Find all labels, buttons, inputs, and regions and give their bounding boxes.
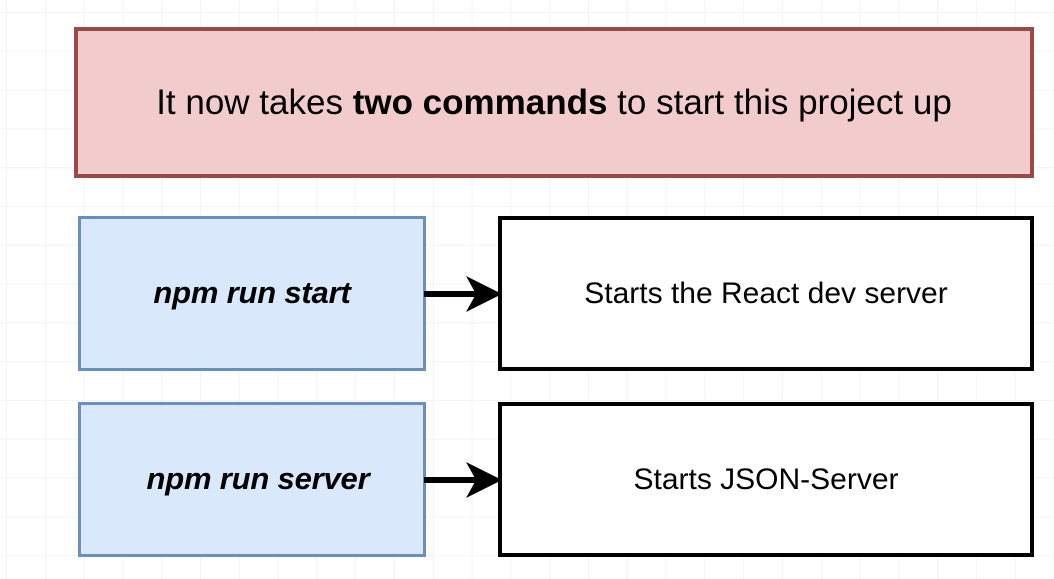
description-box-react-dev-server[interactable]: Starts the React dev server <box>498 216 1034 371</box>
description-label: Starts the React dev server <box>584 276 948 310</box>
command-label: npm run start <box>153 275 351 311</box>
description-label: Starts JSON-Server <box>633 462 899 496</box>
arrow-right-svg <box>424 462 502 498</box>
arrow-right-svg <box>424 276 502 312</box>
arrow-right-icon-row-2 <box>424 462 502 498</box>
command-label: npm run server <box>146 461 370 497</box>
arrow-right-icon-row-1 <box>424 276 502 312</box>
title-prefix: It now takes <box>156 82 353 122</box>
title-banner[interactable]: It now takes two commands to start this … <box>74 27 1034 178</box>
arrow-head <box>466 276 502 312</box>
command-box-npm-run-start[interactable]: npm run start <box>78 216 426 371</box>
description-box-json-server[interactable]: Starts JSON-Server <box>498 402 1034 557</box>
title-suffix: to start this project up <box>607 82 952 122</box>
arrow-head <box>466 462 502 498</box>
title-emphasis: two commands <box>352 82 608 122</box>
title-banner-text: It now takes two commands to start this … <box>156 82 952 123</box>
command-box-npm-run-server[interactable]: npm run server <box>78 402 426 557</box>
